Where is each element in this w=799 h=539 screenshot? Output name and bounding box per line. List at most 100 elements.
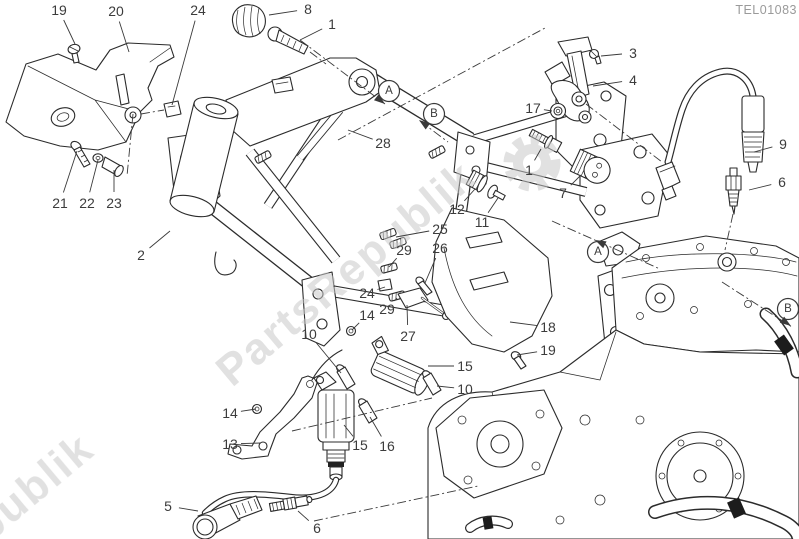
leader-line-19: [63, 19, 76, 45]
screw-washer-spacer-parts21-23: [70, 140, 124, 178]
leader-line-14: [240, 408, 257, 412]
callout-3: 3: [629, 45, 637, 61]
heat-guard-part18: [431, 207, 553, 370]
leader-line-22: [89, 159, 99, 193]
callout-24: 24: [190, 2, 206, 18]
leader-line-3: [600, 53, 623, 57]
callout-23: 23: [106, 195, 122, 211]
callout-9: 9: [779, 136, 787, 152]
leader-line-19: [516, 351, 538, 356]
leader-line-26: [424, 257, 437, 284]
callout-1: 1: [328, 16, 336, 32]
view-marker-arrow-B: [779, 316, 791, 326]
callout-29: 29: [379, 301, 395, 317]
sparkplug-part6b: [268, 495, 313, 512]
callout-24: 24: [359, 285, 375, 301]
callout-21: 21: [52, 195, 68, 211]
leader-line-14: [351, 322, 360, 331]
view-markers: A B A B: [373, 79, 799, 326]
grommet-part12-rivet-part11: [465, 169, 506, 201]
callout-15: 15: [457, 358, 473, 374]
grommet-part17: [549, 102, 567, 120]
callout-10: 10: [301, 326, 317, 342]
leader-line-4: [592, 81, 623, 87]
watermark-text-corner: PartsRepublik: [0, 423, 103, 539]
callout-4: 4: [629, 72, 637, 88]
callout-28: 28: [375, 135, 391, 151]
ignition-coil-part15b-cable-part5: [192, 371, 355, 539]
callout-19: 19: [51, 2, 67, 18]
leader-line-15: [343, 424, 354, 437]
leader-line-12: [464, 188, 476, 202]
leader-line-25: [395, 230, 430, 238]
callout-26: 26: [432, 240, 448, 256]
view-marker-letter-B: B: [784, 303, 792, 315]
callout-6: 6: [778, 174, 786, 190]
leader-line-28: [347, 129, 373, 140]
engine-drawing: [427, 231, 799, 539]
bracket-part13-nut-part14: [227, 349, 343, 460]
view-marker-letter-B: B: [430, 108, 438, 120]
leader-line-27: [406, 304, 409, 326]
leader-line-10: [436, 385, 455, 389]
callout-13: 13: [222, 436, 238, 452]
headlight-cover-part20: [5, 42, 175, 151]
callout-20: 20: [108, 3, 124, 19]
leader-line-11: [487, 197, 499, 214]
leader-line-21: [62, 150, 78, 193]
leader-line-20: [118, 21, 130, 53]
view-marker-circle-B: [422, 102, 446, 126]
callout-29: 29: [396, 242, 412, 258]
coil-part9-sparkplug-part6: [655, 67, 765, 215]
leader-line-7: [570, 174, 582, 186]
leader-line-1: [534, 148, 542, 161]
leader-line-10: [315, 342, 342, 374]
view-marker-letter-A: A: [385, 85, 393, 97]
callout-19: 19: [540, 342, 556, 358]
callout-5: 5: [164, 498, 172, 514]
view-marker-circle-A: [377, 79, 401, 103]
callout-22: 22: [79, 195, 95, 211]
callout-25: 25: [432, 221, 448, 237]
leader-line-6: [748, 184, 772, 191]
callout-11: 11: [475, 214, 490, 230]
callout-18: 18: [540, 319, 556, 335]
callout-16: 16: [379, 438, 395, 454]
callout-12: 12: [449, 201, 465, 217]
leader-line-5: [178, 507, 199, 512]
leader-line-1: [299, 28, 323, 41]
bracket-part4-screw-part3: [544, 36, 602, 124]
callout-10: 10: [457, 381, 473, 397]
callout-14: 14: [222, 405, 238, 421]
gear-icon: [503, 134, 561, 192]
callout-8: 8: [304, 1, 312, 17]
view-marker-arrow-A: [595, 240, 607, 249]
leader-line-24: [377, 286, 386, 290]
leader-line-17: [543, 109, 553, 112]
callout-2: 2: [137, 247, 145, 263]
leader-line-6: [297, 510, 310, 522]
callout-14: 14: [359, 307, 375, 323]
callout-15: 15: [352, 437, 368, 453]
cover-screws-parts19-24: [67, 43, 182, 118]
leader-line-29: [388, 257, 398, 268]
callout-1: 1: [525, 162, 533, 178]
leader-line-24: [171, 20, 196, 106]
frame-drawing: [167, 57, 671, 347]
callout-27: 27: [400, 328, 416, 344]
ignition-coil-part15a-screws: [336, 325, 442, 424]
leader-line-29: [394, 297, 398, 302]
leader-line-16: [369, 416, 382, 437]
view-marker-letter-A: A: [594, 246, 602, 258]
leader-line-13: [240, 442, 262, 445]
document-code: TEL01083: [735, 3, 797, 17]
callout-17: 17: [525, 100, 541, 116]
leader-line-8: [268, 10, 298, 16]
view-marker-arrow-B: [419, 120, 431, 130]
plug-part8-screw-part1: [231, 4, 309, 55]
leader-line-2: [149, 230, 171, 249]
callout-7: 7: [559, 185, 567, 201]
